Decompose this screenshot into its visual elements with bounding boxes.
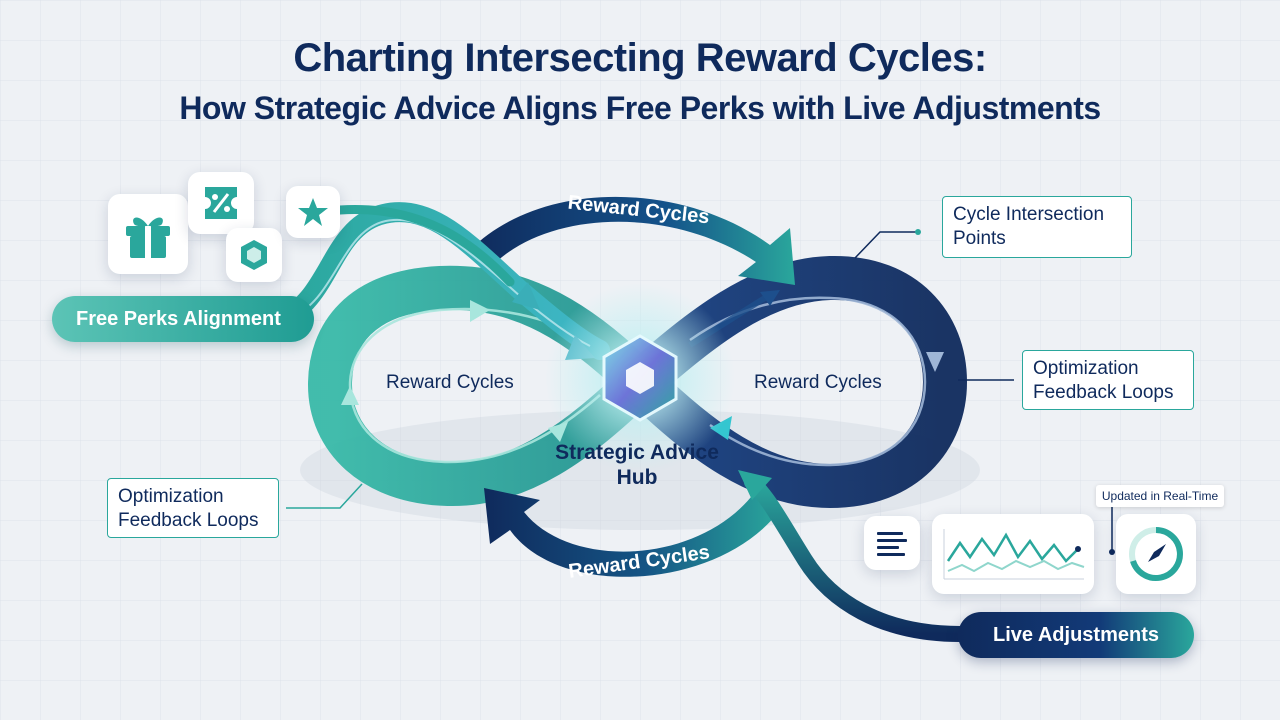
reward-label-right: Reward Cycles: [754, 372, 882, 393]
reward-label-bottom: Reward Cycles: [567, 541, 711, 583]
percent-icon: [205, 187, 237, 219]
optimization-callout-right: Optimization Feedback Loops: [1022, 350, 1194, 410]
gauge-card: [1116, 514, 1196, 594]
badge-card: [226, 228, 282, 282]
page-title: Charting Intersecting Reward Cycles:: [293, 36, 987, 80]
page-subtitle: How Strategic Advice Aligns Free Perks w…: [179, 90, 1101, 126]
reward-label-left: Reward Cycles: [386, 372, 514, 393]
hub-label: Strategic Advice Hub: [555, 441, 719, 489]
optimization-callout-left: Optimization Feedback Loops: [107, 478, 279, 538]
hub-ray-ne-arrow: [760, 290, 780, 306]
star-card: [286, 186, 340, 238]
gift-card: [108, 194, 188, 274]
live-adjustments-pill: Live Adjustments: [958, 612, 1194, 658]
leader-cycle-intersection: [854, 231, 918, 259]
live-adjustments-arrowhead: [738, 470, 772, 500]
cycle-intersection-callout: Cycle Intersection Points: [942, 196, 1132, 258]
free-perks-pill: Free Perks Alignment: [52, 296, 314, 342]
text-lines-card: [864, 516, 920, 570]
right-loop-arrow-left: [710, 416, 732, 440]
line-chart-icon: [943, 529, 1085, 580]
line-chart-card: [932, 514, 1094, 594]
updated-tag: Updated in Real-Time: [1096, 485, 1224, 507]
star-path: [335, 205, 515, 287]
text-lines-icon: [877, 532, 907, 556]
top-reward-arrow: [470, 196, 795, 285]
gift-icon: [126, 217, 170, 258]
leader-cycle-intersection-dot: [915, 229, 921, 235]
left-loop-arrow-up: [341, 386, 359, 405]
leader-optimization-left: [286, 483, 363, 509]
right-loop-band: [618, 255, 968, 509]
right-loop-arrow-down: [926, 352, 944, 372]
percent-card: [188, 172, 254, 234]
gauge-icon: [1129, 527, 1183, 581]
left-loop-band: [307, 265, 662, 507]
badge-icon: [241, 240, 267, 270]
star-icon: [298, 198, 328, 226]
left-loop-inner-line: [348, 307, 606, 464]
bottom-reward-arrow: [484, 488, 780, 577]
leader-updated-dot: [1109, 549, 1115, 555]
hub-hexagon-core: [626, 362, 654, 394]
live-adjustments-label: Live Adjustments: [993, 623, 1159, 646]
right-loop-inner-line: [689, 296, 927, 467]
star-path-arrowhead: [512, 282, 540, 310]
live-adjustments-path: [744, 474, 968, 642]
left-loop-arrow-right: [470, 300, 490, 322]
free-perks-label: Free Perks Alignment: [76, 307, 281, 330]
